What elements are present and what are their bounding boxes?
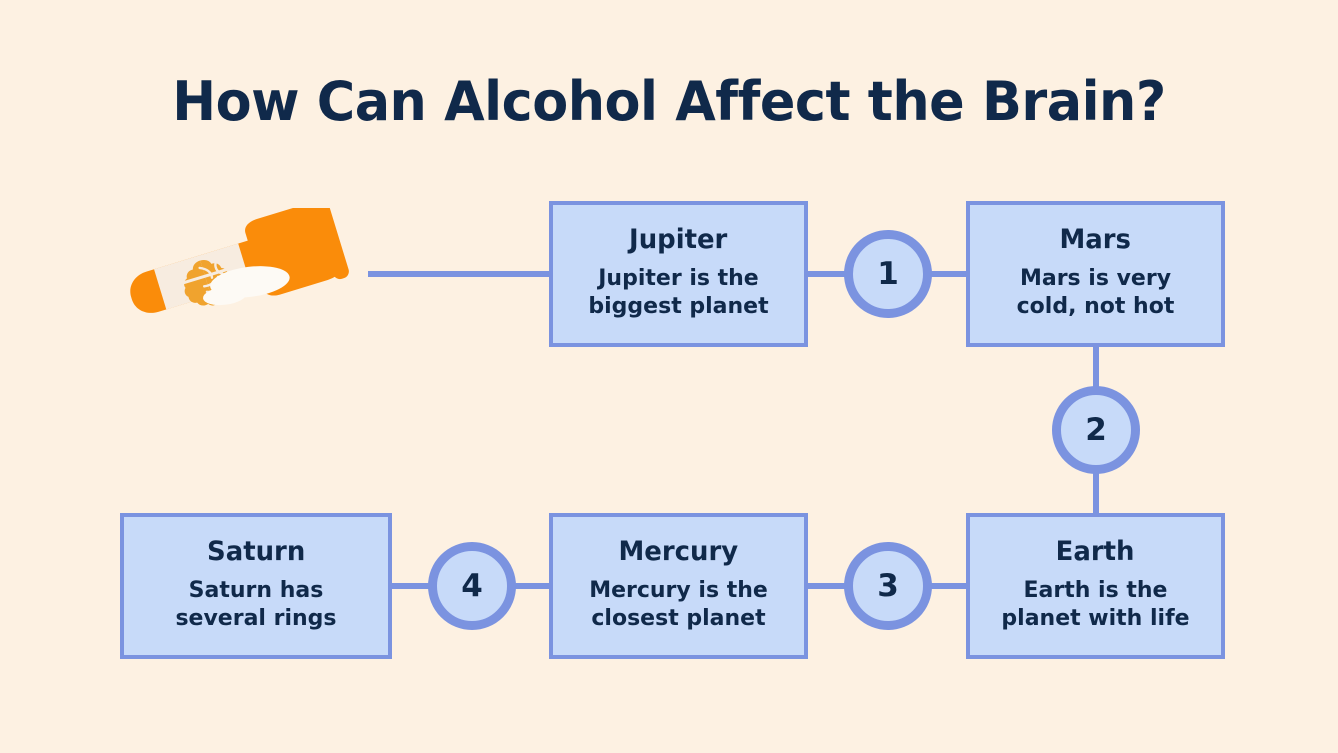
node-desc-jupiter: Jupiter is the biggest planet <box>588 265 769 319</box>
node-desc-earth: Earth is the planet with life <box>1001 577 1190 631</box>
node-box-earth[interactable]: Earth Earth is the planet with life <box>966 513 1225 659</box>
step-circle-1[interactable]: 1 <box>844 230 932 318</box>
node-title-mercury: Mercury <box>618 535 739 567</box>
node-title-mars: Mars <box>1059 223 1132 255</box>
step-circle-2[interactable]: 2 <box>1052 386 1140 474</box>
node-box-jupiter[interactable]: Jupiter Jupiter is the biggest planet <box>549 201 808 347</box>
node-box-saturn[interactable]: Saturn Saturn has several rings <box>120 513 392 659</box>
node-title-earth: Earth <box>1056 535 1135 567</box>
node-title-saturn: Saturn <box>206 535 306 567</box>
node-desc-mercury: Mercury is the closest planet <box>589 577 768 631</box>
node-title-jupiter: Jupiter <box>629 223 728 255</box>
node-desc-mars: Mars is very cold, not hot <box>1016 265 1175 319</box>
node-box-mars[interactable]: Mars Mars is very cold, not hot <box>966 201 1225 347</box>
node-box-mercury[interactable]: Mercury Mercury is the closest planet <box>549 513 808 659</box>
alcohol-bottle-illustration <box>130 208 349 313</box>
step-circle-4[interactable]: 4 <box>428 542 516 630</box>
node-desc-saturn: Saturn has several rings <box>175 577 337 631</box>
step-circle-3[interactable]: 3 <box>844 542 932 630</box>
page-title: How Can Alcohol Affect the Brain? <box>172 70 1166 133</box>
